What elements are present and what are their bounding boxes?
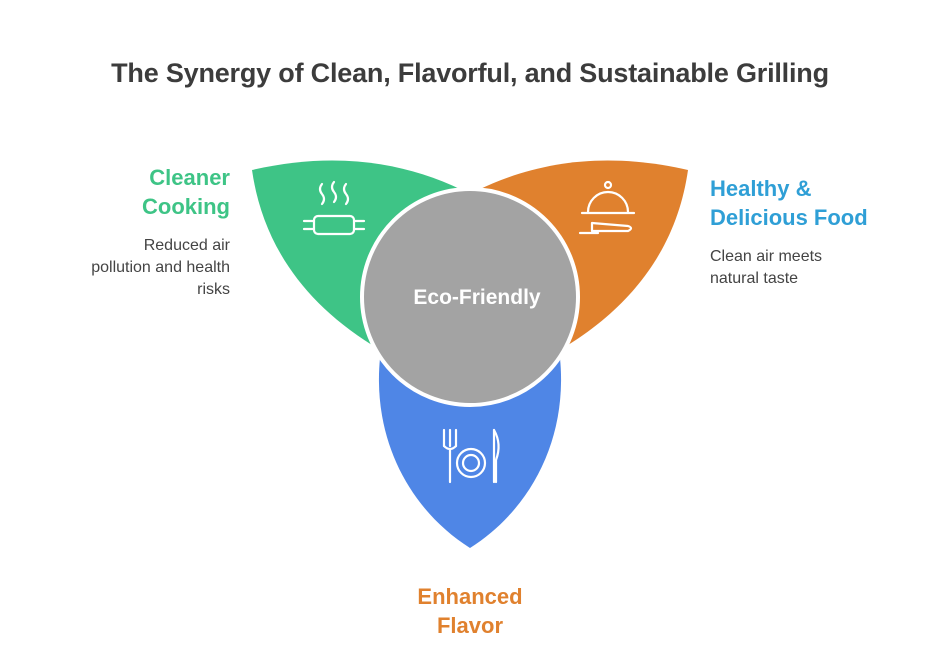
fork-plate-knife-icon (442, 428, 500, 484)
description-line: natural taste (710, 270, 799, 287)
heading-line: Flavor (436, 613, 504, 638)
heading-cleaner-cooking: Cleaner Cooking (60, 163, 230, 221)
center-label: Eco-Friendly (413, 286, 541, 309)
petal-enhanced-flavor (378, 358, 562, 548)
heading-line: Cleaner (149, 165, 230, 190)
diagram-title: The Synergy of Clean, Flavorful, and Sus… (111, 58, 829, 88)
description-cleaner-cooking: Reduced air pollution and health risks (40, 235, 230, 301)
description-line: pollution and health (91, 259, 230, 276)
heading-line: Cooking (142, 194, 230, 219)
description-healthy-delicious-food: Clean air meets natural taste (710, 246, 910, 290)
center-circle (360, 187, 580, 407)
heading-line: Delicious Food (710, 205, 868, 230)
grill-steam-icon (302, 180, 366, 236)
heading-healthy-delicious-food: Healthy & Delicious Food (710, 174, 910, 232)
description-line: Reduced air (143, 237, 230, 254)
heading-line: Healthy & (710, 176, 812, 201)
heading-enhanced-flavor: Enhanced Flavor (370, 582, 570, 640)
heading-line: Enhanced (417, 584, 523, 609)
description-line: Clean air meets (710, 248, 823, 265)
cloche-platter-icon (578, 180, 636, 235)
description-line: risks (197, 281, 230, 298)
